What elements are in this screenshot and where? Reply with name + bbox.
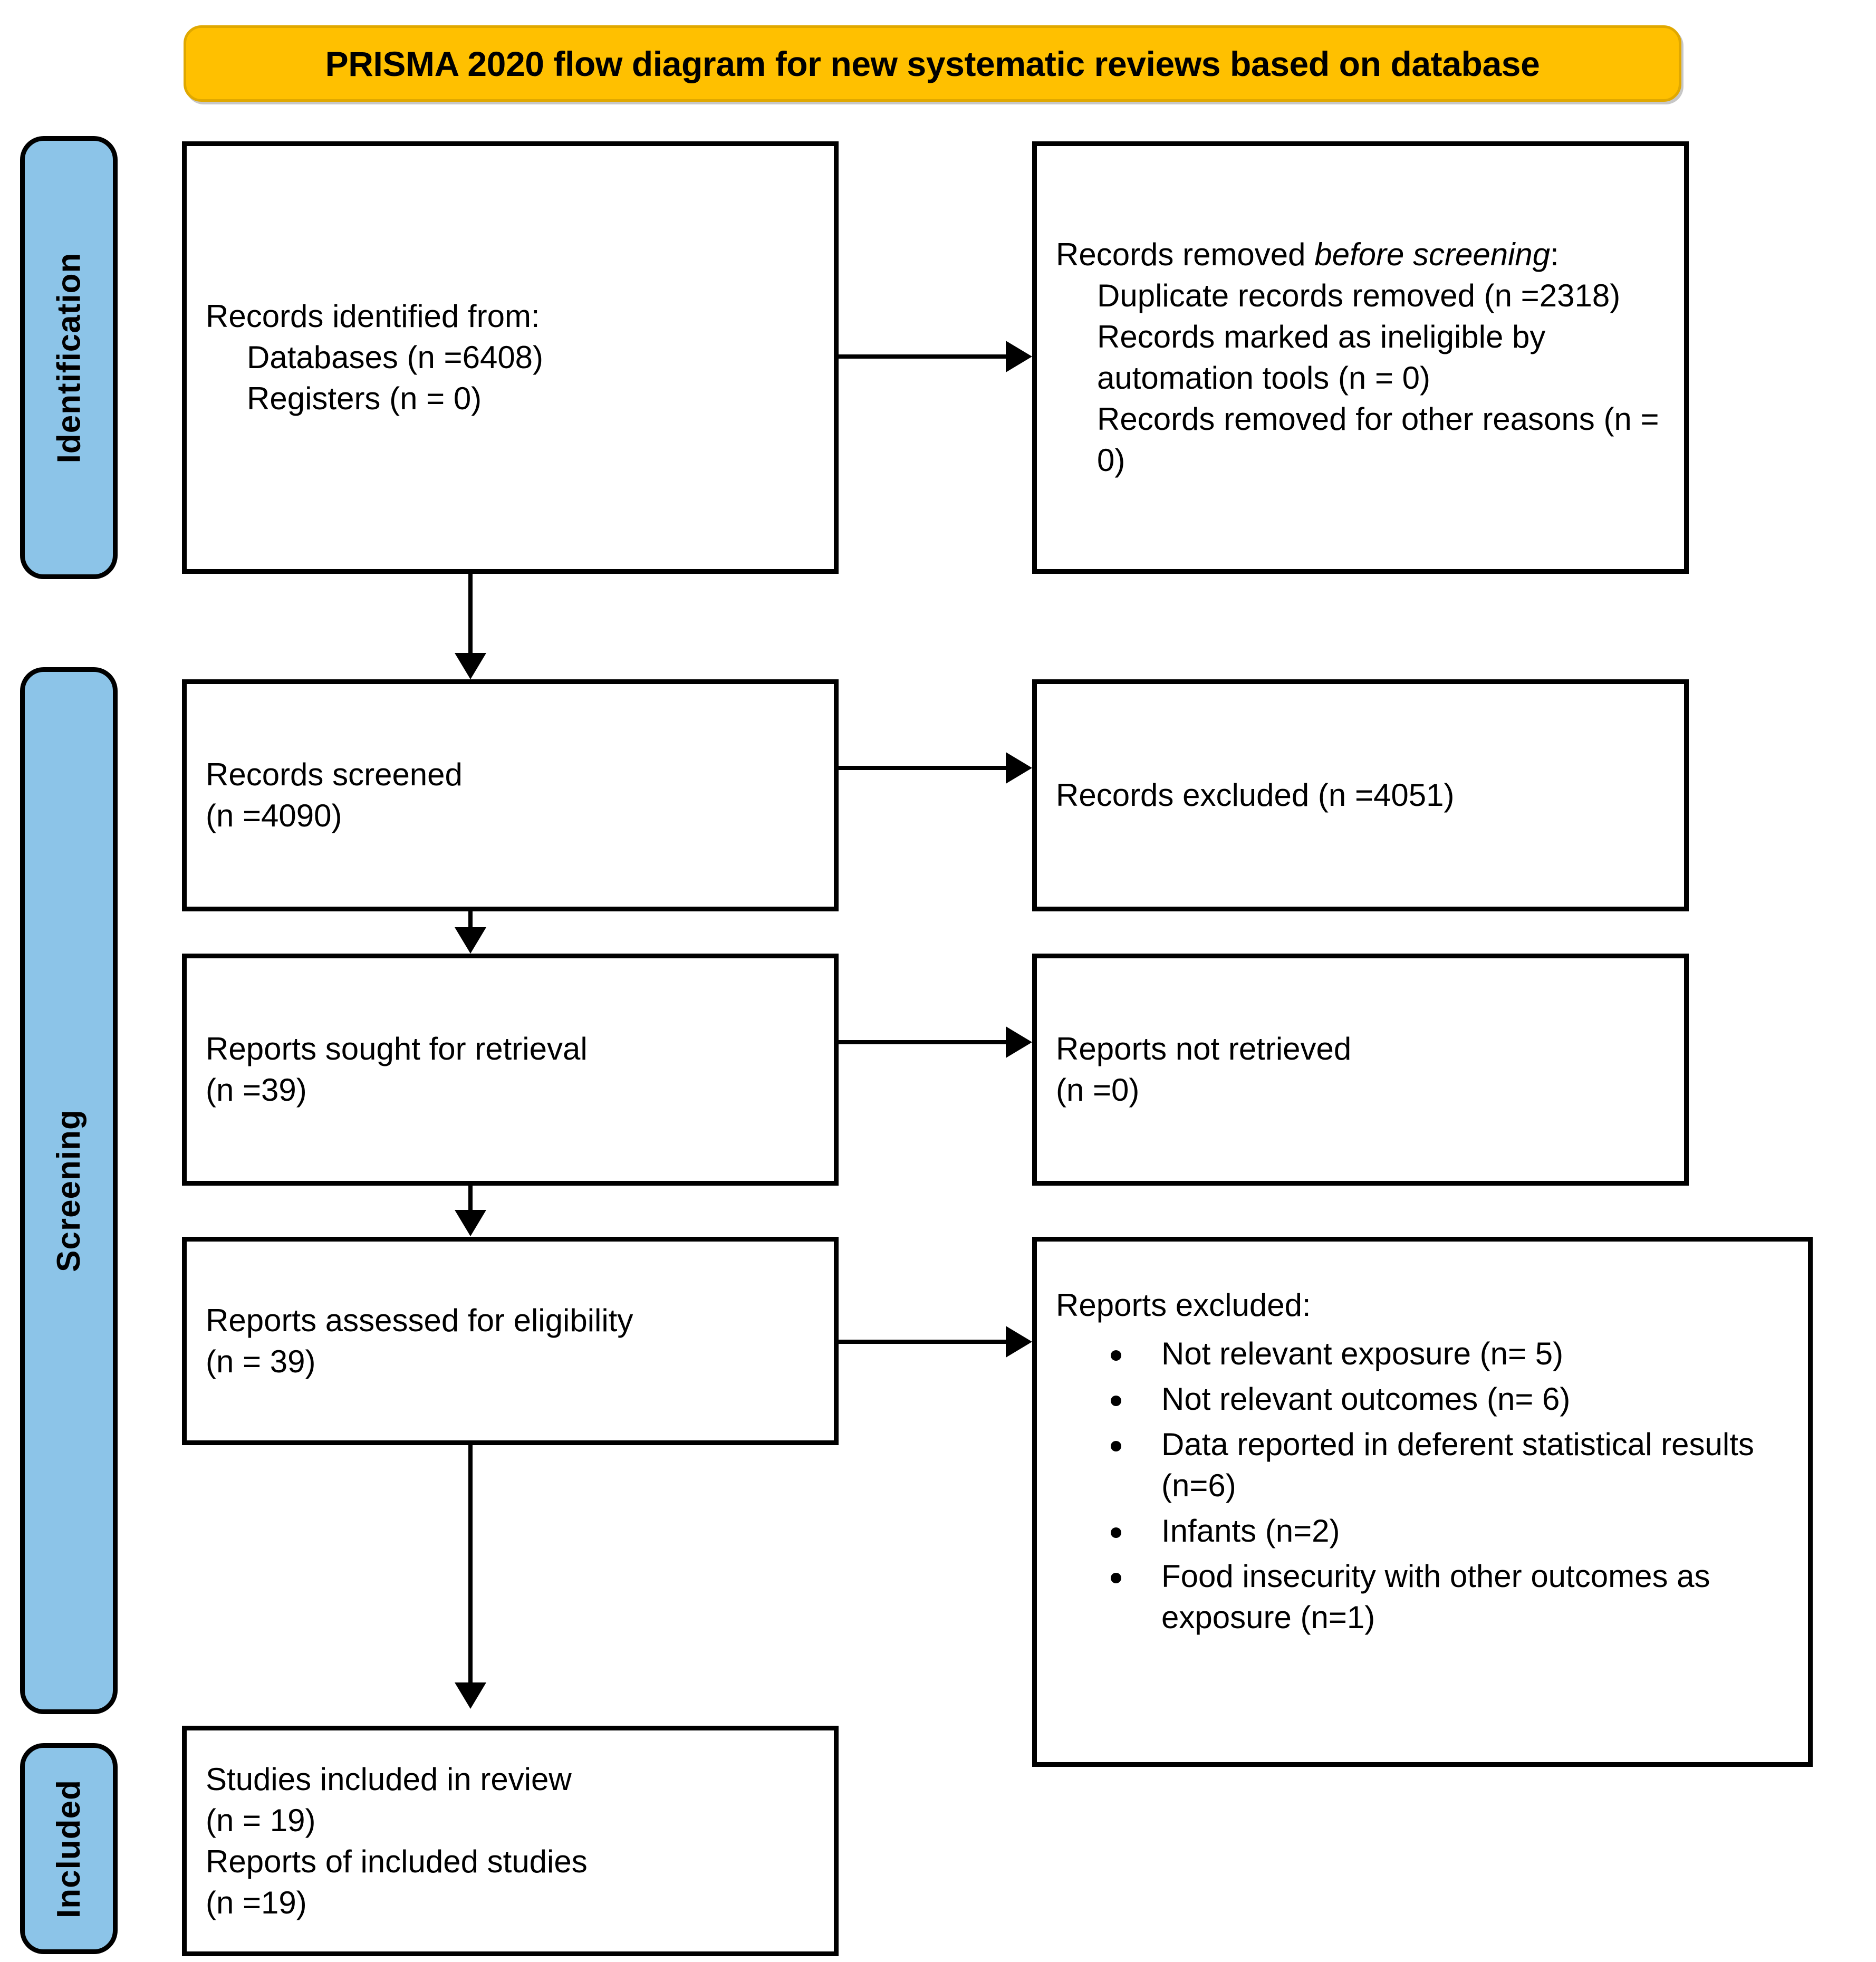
list-item: Not relevant outcomes (n= 6): [1103, 1379, 1789, 1420]
records-excluded-count: Records excluded (n =4051): [1056, 777, 1455, 813]
connector-identified-to-removed-arrow: [1006, 341, 1032, 372]
studies-included-count: (n = 19): [206, 1802, 316, 1838]
box-studies-included: Studies included in review (n = 19) Repo…: [182, 1726, 839, 1956]
box-reports-not-retrieved: Reports not retrieved (n =0): [1032, 954, 1689, 1186]
box-reports-sought-for-retrieval: Reports sought for retrieval (n =39): [182, 954, 839, 1186]
connector-assessed-to-included-line: [468, 1445, 473, 1684]
records-removed-automation: Records marked as ineligible by automati…: [1097, 319, 1546, 396]
connector-screened-to-excluded-line: [839, 766, 1011, 770]
box-records-excluded: Records excluded (n =4051): [1032, 679, 1689, 911]
stage-label-screening-text: Screening: [51, 1109, 87, 1272]
records-removed-heading-pre: Records removed: [1056, 237, 1315, 272]
records-identified-heading: Records identified from:: [206, 299, 540, 334]
reports-not-retrieved-heading: Reports not retrieved: [1056, 1031, 1352, 1066]
page-title: PRISMA 2020 flow diagram for new systema…: [325, 44, 1540, 83]
records-removed-other: Records removed for other reasons (n = 0…: [1097, 401, 1659, 478]
connector-identified-to-removed-line: [839, 354, 1011, 359]
connector-assessed-to-repexcluded-arrow: [1006, 1326, 1032, 1358]
stage-label-identification-text: Identification: [51, 252, 87, 463]
connector-screened-to-sought-arrow: [455, 927, 486, 954]
reports-assessed-count: (n = 39): [206, 1343, 316, 1379]
connector-assessed-to-repexcluded-line: [839, 1340, 1011, 1344]
stage-label-screening: Screening: [20, 667, 118, 1714]
records-identified-registers: Registers (n = 0): [247, 381, 482, 416]
records-identified-databases: Databases (n =6408): [247, 340, 544, 375]
connector-sought-to-assessed-line: [468, 1186, 473, 1211]
records-screened-heading: Records screened: [206, 757, 463, 792]
studies-included-heading: Studies included in review: [206, 1761, 572, 1797]
box-reports-excluded-reasons: Reports excluded: Not relevant exposure …: [1032, 1237, 1813, 1767]
reports-included-heading: Reports of included studies: [206, 1843, 588, 1879]
connector-sought-to-notretrieved-line: [839, 1040, 1011, 1044]
reports-sought-heading: Reports sought for retrieval: [206, 1031, 588, 1066]
connector-sought-to-assessed-arrow: [455, 1210, 486, 1236]
records-removed-heading-emphasis: before screening: [1314, 237, 1551, 272]
box-records-screened: Records screened (n =4090): [182, 679, 839, 911]
stage-label-identification: Identification: [20, 136, 118, 579]
records-removed-heading-post: :: [1550, 237, 1559, 272]
records-removed-heading: Records removed before screening:: [1056, 234, 1665, 275]
box-records-removed-before-screening: Records removed before screening: Duplic…: [1032, 141, 1689, 574]
connector-screened-to-excluded-arrow: [1006, 752, 1032, 784]
diagram-title-banner: PRISMA 2020 flow diagram for new systema…: [184, 25, 1681, 102]
list-item: Food insecurity with other outcomes as e…: [1103, 1556, 1789, 1638]
reports-assessed-heading: Reports assessed for eligibility: [206, 1302, 633, 1338]
stage-label-included-text: Included: [51, 1779, 87, 1918]
box-reports-assessed-for-eligibility: Reports assessed for eligibility (n = 39…: [182, 1237, 839, 1445]
connector-identified-to-screened-line: [468, 574, 473, 654]
reports-sought-count: (n =39): [206, 1072, 307, 1108]
reports-not-retrieved-count: (n =0): [1056, 1072, 1140, 1108]
reports-included-count: (n =19): [206, 1884, 307, 1920]
list-item: Infants (n=2): [1103, 1511, 1789, 1552]
connector-sought-to-notretrieved-arrow: [1006, 1026, 1032, 1058]
records-removed-duplicates: Duplicate records removed (n =2318): [1097, 278, 1621, 313]
connector-identified-to-screened-arrow: [455, 653, 486, 679]
records-screened-count: (n =4090): [206, 798, 342, 833]
list-item: Data reported in deferent statistical re…: [1103, 1424, 1789, 1506]
stage-label-included: Included: [20, 1743, 118, 1954]
connector-assessed-to-included-arrow: [455, 1682, 486, 1709]
connector-screened-to-sought-line: [468, 911, 473, 928]
reports-excluded-heading: Reports excluded:: [1056, 1287, 1311, 1323]
reports-excluded-list: Not relevant exposure (n= 5) Not relevan…: [1056, 1333, 1789, 1642]
box-records-identified: Records identified from: Databases (n =6…: [182, 141, 839, 574]
list-item: Not relevant exposure (n= 5): [1103, 1333, 1789, 1374]
